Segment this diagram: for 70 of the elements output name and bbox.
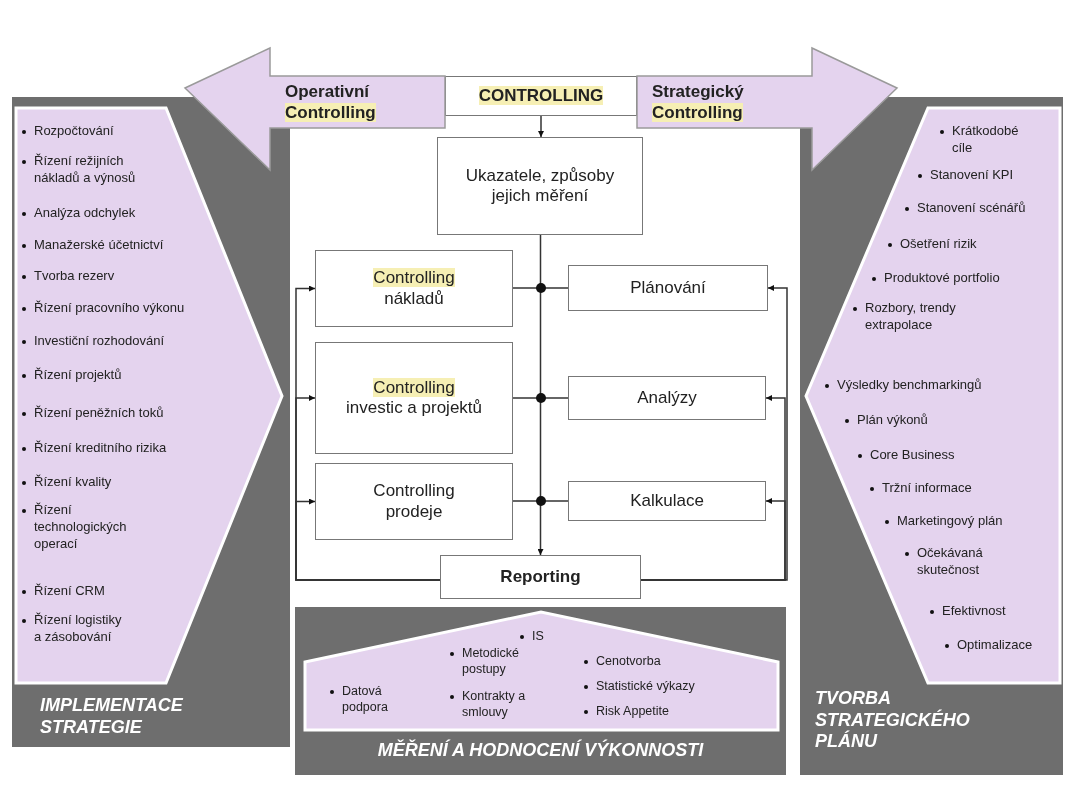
list-item: Ošetření rizik: [900, 236, 978, 253]
process-box: [315, 342, 513, 454]
list-item: Optimalizace: [957, 637, 1034, 654]
list-item: Analýza odchylek: [34, 205, 137, 222]
list-item: Produktové portfolio: [884, 270, 1001, 287]
list-item: Stanovení KPI: [930, 167, 1015, 184]
panel-title: TVORBA STRATEGICKÉHO PLÁNU: [815, 688, 971, 753]
list-item: Řízení kvality: [34, 474, 113, 491]
arrow: [640, 498, 786, 581]
list-item: IS: [532, 628, 545, 645]
panel-background: [295, 607, 786, 775]
box-label: Kalkulace: [630, 490, 704, 512]
process-box: [315, 250, 513, 327]
list-item: Core Business: [870, 447, 956, 464]
connector-line: [512, 500, 569, 502]
list-item: Řízení pracovního výkonu: [34, 300, 186, 317]
arrow: [537, 234, 544, 556]
list-item: Marketingový plán: [897, 513, 1004, 530]
chevron-panel: [16, 108, 282, 683]
list-item: Krátkodobé cíle: [952, 123, 1020, 157]
list-item: Tvorba rezerv: [34, 268, 116, 285]
process-box: [440, 555, 641, 599]
box-label: Ukazatele, způsoby jejich měření: [465, 165, 615, 207]
list-item: Datová podpora: [342, 683, 389, 716]
box-label: CONTROLLING: [478, 85, 604, 107]
process-box: [568, 376, 766, 420]
process-box: [568, 481, 766, 521]
box-label: Controlling investic a projektů: [345, 377, 483, 419]
process-box: [437, 137, 643, 235]
list-item: Řízení kreditního rizika: [34, 440, 168, 457]
connector-line: [512, 287, 569, 289]
list-item: Rozbory, trendy extrapolace: [865, 300, 957, 334]
panel-background: [800, 97, 1063, 775]
house-shape: [305, 612, 778, 730]
list-item: Risk Appetite: [596, 703, 670, 720]
list-item: Stanovení scénářů: [917, 200, 1027, 217]
list-item: Tržní informace: [882, 480, 973, 497]
list-item: Řízení režijních nákladů a výnosů: [34, 153, 137, 187]
list-item: Výsledky benchmarkingů: [837, 377, 983, 394]
list-item: Řízení CRM: [34, 583, 106, 600]
list-item: Řízení technologických operací: [34, 502, 128, 553]
chevron-panel: [806, 108, 1060, 683]
process-box: [445, 76, 637, 116]
list-item: Plán výkonů: [857, 412, 929, 429]
list-item: Řízení logistiky a zásobování: [34, 612, 122, 646]
list-item: Manažerské účetnictví: [34, 237, 165, 254]
box-label: Controlling prodeje: [372, 481, 456, 522]
box-label: Plánování: [630, 277, 706, 299]
arrow-label: Strategický Controlling: [652, 80, 745, 124]
list-item: Cenotvorba: [596, 653, 662, 670]
list-item: Očekávaná skutečnost: [917, 545, 984, 579]
panel-title: MĚŘENÍ A HODNOCENÍ VÝKONNOSTI: [376, 740, 705, 762]
list-item: Efektivnost: [942, 603, 1007, 620]
list-item: Řízení projektů: [34, 367, 123, 384]
arrow-label: Operativní Controlling: [285, 80, 377, 124]
list-item: Rozpočtování: [34, 123, 115, 140]
box-label: Analýzy: [637, 387, 697, 409]
list-item: Kontrakty a smlouvy: [462, 688, 527, 721]
list-item: Řízení peněžních toků: [34, 405, 165, 422]
list-item: Statistické výkazy: [596, 678, 696, 695]
arrow: [538, 115, 544, 138]
process-box: [568, 265, 768, 311]
connector-line: [512, 397, 569, 399]
box-label: Reporting: [500, 566, 581, 588]
box-label: Controlling nákladů: [373, 268, 455, 309]
panel-title: IMPLEMENTACE STRATEGIE: [40, 695, 184, 739]
arrow: [295, 498, 441, 581]
list-item: Investiční rozhodování: [34, 333, 166, 350]
process-box: [315, 463, 513, 540]
list-item: Metodické postupy: [462, 645, 520, 678]
